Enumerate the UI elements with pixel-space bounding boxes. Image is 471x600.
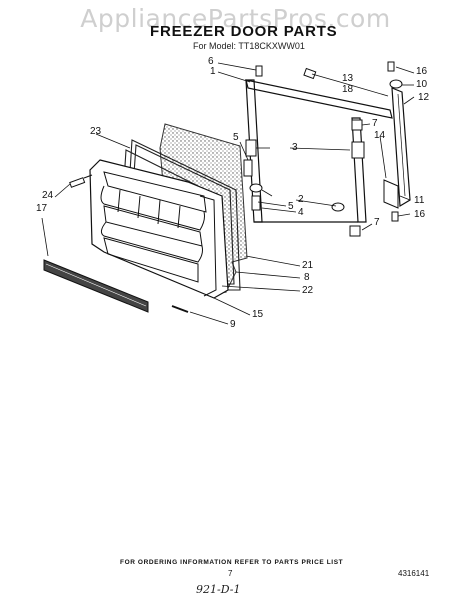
callout-15: 15 [252, 309, 264, 320]
pin-9 [171, 305, 189, 313]
bottom-trim-strip [43, 259, 149, 313]
callout-14: 14 [374, 130, 386, 141]
callout-7-bottom: 7 [374, 217, 380, 228]
callout-22: 22 [302, 285, 314, 296]
callout-11: 11 [414, 195, 425, 206]
callout-16-top: 16 [416, 66, 428, 77]
callout-5-top: 5 [233, 132, 239, 143]
watermark: AppliancePartsPros.com [80, 4, 391, 33]
ordering-info-note: FOR ORDERING INFORMATION REFER TO PARTS … [120, 559, 344, 566]
callout-24: 24 [42, 190, 54, 201]
callout-2: 2 [298, 194, 304, 205]
callout-21: 21 [302, 260, 314, 271]
callout-23: 23 [90, 126, 102, 137]
callout-9: 9 [230, 319, 236, 330]
small-hardware [243, 61, 403, 237]
callout-4: 4 [298, 207, 304, 218]
lower-hinge [383, 179, 399, 209]
callout-8: 8 [304, 272, 310, 283]
callout-1: 1 [210, 66, 216, 77]
callout-3: 3 [292, 142, 298, 153]
callout-6: 6 [208, 56, 214, 67]
diagram-title: FREEZER DOOR PARTS [150, 23, 338, 40]
leader-lines [41, 62, 415, 325]
screw-24 [69, 174, 93, 188]
callout-12: 12 [418, 92, 430, 103]
door-liner [100, 171, 217, 297]
door-frame [245, 79, 393, 223]
callout-5-bottom: 5 [288, 201, 294, 212]
handwritten-note: 921-D-1 [196, 583, 241, 596]
callout-13: 13 [342, 73, 354, 84]
callout-10: 10 [416, 79, 428, 90]
callout-7-top: 7 [372, 118, 378, 129]
callout-18: 18 [342, 84, 354, 95]
callout-16-bottom: 16 [414, 209, 426, 220]
page-number: 7 [228, 569, 233, 578]
part-code: 4316141 [398, 569, 430, 578]
callout-17: 17 [36, 203, 48, 214]
model-number: For Model: TT18CKXWW01 [193, 41, 305, 51]
